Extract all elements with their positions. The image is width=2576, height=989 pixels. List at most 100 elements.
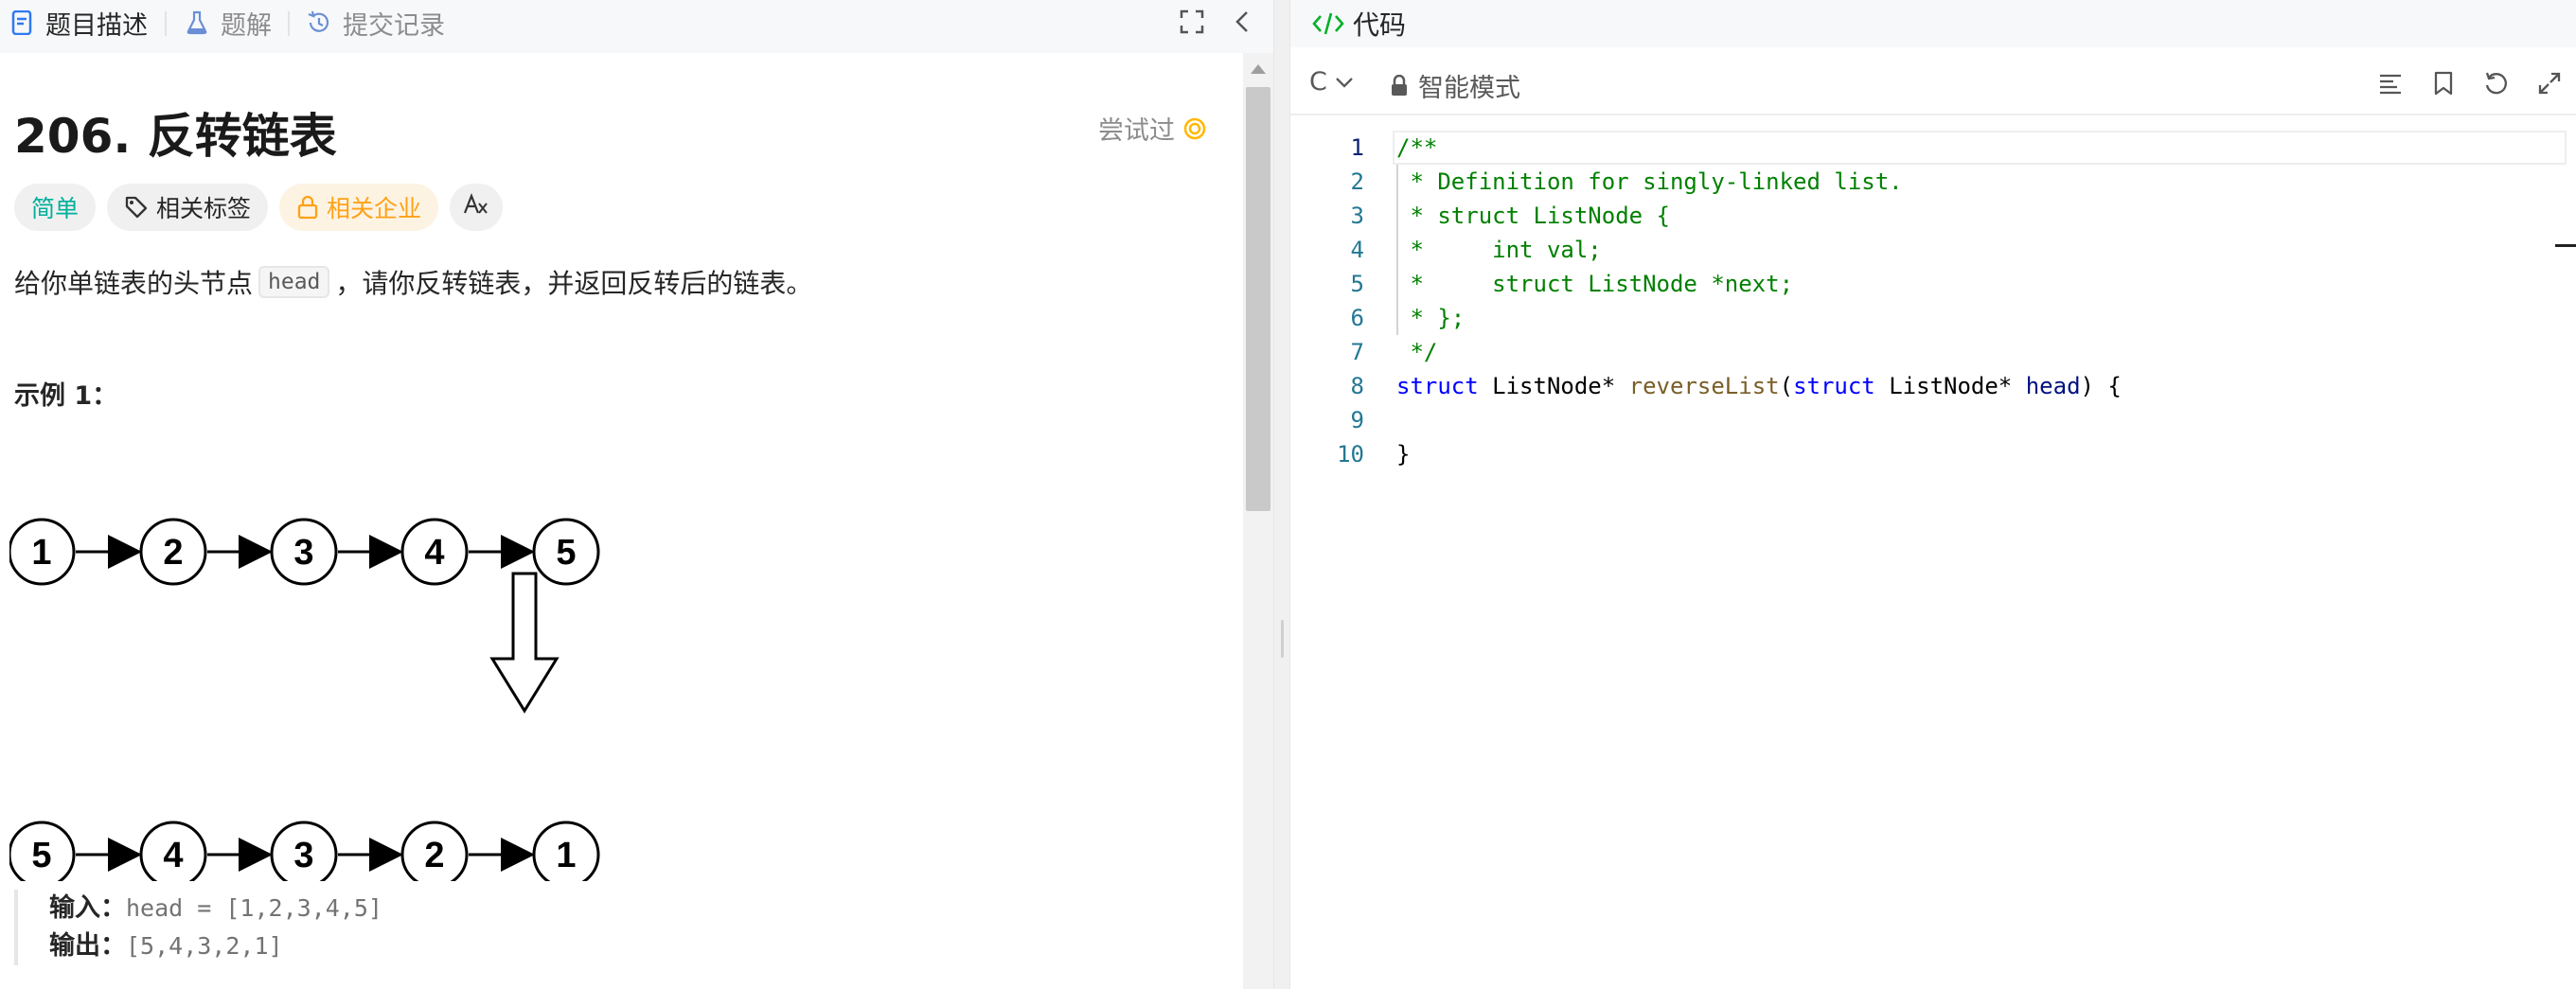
flask-icon: [183, 9, 211, 37]
input-value: head = [1,2,3,4,5]: [126, 894, 382, 922]
top-node-label: 1: [31, 533, 51, 573]
bottom-node: [532, 821, 600, 881]
tab-solutions[interactable]: 题解: [183, 0, 272, 45]
reset-code-icon[interactable]: [2479, 66, 2514, 100]
example-io: 输入： head = [1,2,3,4,5] 输出： [5,4,3,2,1]: [14, 890, 382, 965]
top-node-label: 4: [424, 533, 444, 573]
splitter-grip[interactable]: [1281, 620, 1284, 658]
code-line[interactable]: 4 * int val;: [1290, 233, 2576, 267]
scrollbar-thumb[interactable]: [1246, 87, 1270, 511]
tab-description-label: 题目描述: [45, 10, 148, 41]
line-number: 4: [1350, 237, 1364, 263]
code-line[interactable]: 7 */: [1290, 335, 2576, 369]
code-header-title: 代码: [1353, 9, 1407, 41]
input-label: 输入：: [49, 893, 126, 923]
fullscreen-icon: [1180, 9, 1204, 38]
top-node: [9, 518, 76, 586]
top-node: [139, 518, 207, 586]
code-line[interactable]: 5 * struct ListNode *next;: [1290, 267, 2576, 301]
code-text: struct ListNode* reverseList(struct List…: [1396, 373, 2122, 399]
inline-code-head: head: [258, 266, 330, 298]
code-text: * struct ListNode *next;: [1396, 271, 1794, 297]
problem-description: 给你单链表的头节点 head ，请你反转链表，并返回反转后的链表。: [14, 263, 812, 301]
tab-divider: [288, 11, 290, 36]
translate-button[interactable]: [450, 184, 504, 231]
document-icon: [8, 9, 36, 37]
bottom-node: [270, 821, 338, 881]
line-number: 8: [1350, 373, 1364, 399]
language-select[interactable]: C: [1309, 67, 1354, 97]
line-number: 9: [1350, 407, 1364, 433]
bottom-node-label: 4: [163, 836, 183, 875]
code-text: * struct ListNode {: [1396, 203, 1670, 229]
code-editor[interactable]: 1 /** 2 * Definition for singly-linked l…: [1290, 117, 2576, 989]
tab-description[interactable]: 题目描述: [8, 0, 148, 45]
description-text: 给你单链表的头节点: [14, 268, 254, 299]
editor-toolbar: C 智能模式: [1290, 53, 2576, 115]
chevron-down-icon: [1335, 76, 1354, 89]
example-output: 输出： [5,4,3,2,1]: [49, 927, 382, 965]
top-node-label: 3: [293, 533, 313, 573]
related-companies-label: 相关企业: [327, 195, 422, 222]
tab-solutions-label: 题解: [221, 10, 272, 41]
top-node-label: 2: [163, 533, 183, 573]
tag-icon: [124, 195, 149, 220]
code-line[interactable]: 8 struct ListNode* reverseList(struct Li…: [1290, 369, 2576, 403]
panel-splitter[interactable]: [1273, 0, 1290, 989]
top-node: [532, 518, 600, 586]
code-panel: 代码 C 智能模式: [1290, 0, 2576, 989]
code-header: 代码: [1290, 0, 2576, 47]
code-text: * int val;: [1396, 237, 1602, 263]
line-number: 10: [1337, 441, 1364, 468]
code-line[interactable]: 9: [1290, 403, 2576, 437]
output-value: [5,4,3,2,1]: [126, 932, 283, 960]
line-number: 5: [1350, 271, 1364, 297]
down-arrow: [489, 572, 560, 714]
format-code-icon[interactable]: [2373, 66, 2407, 100]
fullscreen-button[interactable]: [1174, 6, 1210, 42]
bottom-node-label: 1: [556, 836, 576, 875]
collapse-panel-button[interactable]: [1224, 6, 1260, 42]
bottom-node: [9, 821, 76, 881]
code-icon: [1311, 10, 1345, 37]
code-line[interactable]: 10 }: [1290, 437, 2576, 471]
expand-icon[interactable]: [2532, 66, 2567, 100]
smart-mode-toggle[interactable]: 智能模式: [1390, 67, 1520, 104]
top-node: [270, 518, 338, 586]
related-companies-button[interactable]: 相关企业: [279, 184, 439, 231]
example-input: 输入： head = [1,2,3,4,5]: [49, 890, 382, 927]
line-number: 2: [1350, 168, 1364, 195]
difficulty-tag[interactable]: 简单: [14, 184, 97, 231]
code-line[interactable]: 1 /**: [1290, 131, 2576, 165]
bottom-node: [139, 821, 207, 881]
related-tags-button[interactable]: 相关标签: [107, 184, 269, 231]
code-text: * Definition for singly-linked list.: [1396, 168, 1903, 195]
code-line[interactable]: 2 * Definition for singly-linked list.: [1290, 165, 2576, 199]
bookmark-icon[interactable]: [2426, 66, 2461, 100]
status-badge: 尝试过: [1098, 110, 1207, 147]
line-number: 3: [1350, 203, 1364, 229]
tab-submissions-label: 提交记录: [343, 10, 445, 41]
tab-submissions[interactable]: 提交记录: [305, 0, 445, 45]
code-text: /**: [1396, 134, 1438, 161]
bottom-node-label: 2: [424, 836, 444, 875]
line-number: 7: [1350, 339, 1364, 365]
problem-content: 206. 反转链表 尝试过 简单 相关标签: [0, 53, 1240, 989]
top-node: [400, 518, 469, 586]
scroll-up-icon[interactable]: [1251, 64, 1266, 74]
description-scrollbar[interactable]: [1243, 53, 1273, 989]
code-line[interactable]: 6 * };: [1290, 301, 2576, 335]
current-line-highlight: [1393, 131, 2567, 165]
line-number: 1: [1350, 134, 1364, 161]
history-icon: [305, 9, 333, 37]
code-text: */: [1396, 339, 1438, 365]
bottom-node-label: 5: [31, 836, 51, 875]
bottom-node: [400, 821, 469, 881]
description-text: ，请你反转链表，并返回反转后的链表。: [335, 268, 813, 299]
smart-mode-label: 智能模式: [1418, 74, 1520, 103]
code-line[interactable]: 3 * struct ListNode {: [1290, 199, 2576, 233]
status-label: 尝试过: [1098, 116, 1175, 146]
